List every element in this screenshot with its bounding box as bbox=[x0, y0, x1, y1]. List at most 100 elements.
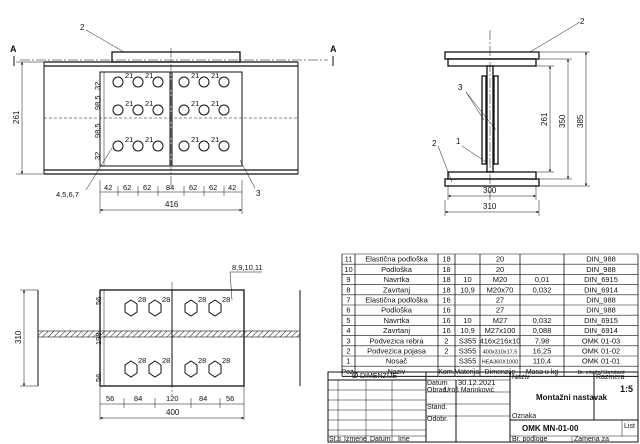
dim-label: 42 bbox=[104, 183, 112, 192]
dim-label: 28 bbox=[138, 356, 146, 365]
parts-cell: 16 bbox=[442, 295, 450, 304]
parts-cell: M27x100 bbox=[485, 326, 516, 335]
parts-cell: 9 bbox=[346, 275, 350, 284]
parts-cell: M20x70 bbox=[487, 285, 514, 294]
parts-cell: Zavrtanj bbox=[383, 326, 410, 335]
parts-cell: S355 bbox=[459, 336, 477, 345]
dim-label: 21 bbox=[191, 71, 199, 80]
dim-label: 120 bbox=[166, 394, 179, 403]
section-view: 261 350 385 300 310 2 3 2 1 bbox=[432, 17, 590, 216]
parts-cell: DIN_988 bbox=[586, 306, 616, 315]
svg-text:21: 21 bbox=[125, 135, 133, 144]
parts-cell: 0,032 bbox=[533, 285, 552, 294]
parts-cell: 2 bbox=[444, 336, 448, 345]
rev-col-label: St.s bbox=[329, 436, 342, 443]
section-mark-right: A bbox=[330, 44, 337, 54]
dim-label: 62 bbox=[123, 183, 131, 192]
dim-300: 300 bbox=[483, 186, 497, 195]
parts-cell: Podloška bbox=[381, 306, 413, 315]
parts-cell: 8 bbox=[346, 285, 350, 294]
parts-cell: 16,25 bbox=[533, 346, 552, 355]
parts-cell: Nosač bbox=[386, 357, 408, 366]
date-value: 30.12.2021 bbox=[458, 378, 496, 387]
mark-label: Oznaka bbox=[512, 413, 536, 420]
dim-label: 21 bbox=[211, 71, 219, 80]
parts-cell: DIN_988 bbox=[586, 295, 616, 304]
parts-cell: Podvezica pojasa bbox=[367, 346, 427, 355]
scale-value: 1:5 bbox=[620, 384, 633, 394]
parts-cell: 7,98 bbox=[535, 336, 550, 345]
label-upper-plate: 2 bbox=[580, 17, 585, 26]
parts-cell: 6 bbox=[346, 306, 350, 315]
parts-cell: 7 bbox=[346, 295, 350, 304]
check-label: Stand. bbox=[427, 404, 447, 411]
label-web-plate: 3 bbox=[256, 189, 261, 198]
dim-label: 62 bbox=[143, 183, 151, 192]
svg-text:21: 21 bbox=[191, 135, 199, 144]
dim-261: 261 bbox=[540, 112, 549, 126]
svg-text:21: 21 bbox=[145, 135, 153, 144]
dim-400: 400 bbox=[166, 408, 180, 417]
dim-310: 310 bbox=[483, 202, 497, 211]
dim-416: 416 bbox=[165, 200, 179, 209]
parts-cell: S355 bbox=[459, 357, 477, 366]
dim-label: 28 bbox=[222, 295, 230, 304]
dim-label: 84 bbox=[134, 394, 142, 403]
parts-cell: 16 bbox=[442, 316, 450, 325]
dim-label: 56 bbox=[94, 297, 103, 305]
dim-label: 28 bbox=[222, 356, 230, 365]
parts-cell: 27 bbox=[496, 295, 504, 304]
parts-cell: 0,088 bbox=[533, 326, 552, 335]
drew-label: Obrad. bbox=[427, 387, 448, 394]
tolerance-symbol: Ø bbox=[352, 371, 358, 380]
parts-cell: Navrtka bbox=[384, 275, 411, 284]
parts-header: Br. crteža/Standard bbox=[577, 370, 624, 376]
bottom-label: Br. podloge bbox=[512, 436, 548, 443]
parts-cell: 10,9 bbox=[460, 326, 475, 335]
dim-261: 261 bbox=[12, 110, 21, 124]
parts-cell: OMK 01-01 bbox=[582, 357, 620, 366]
parts-cell: 2 bbox=[346, 346, 350, 355]
rev-col-label: Izmene bbox=[344, 436, 367, 443]
label-bolts-flange: 8,9,10,11 bbox=[232, 263, 263, 272]
parts-cell: 16 bbox=[442, 326, 450, 335]
scale-label: Razmera bbox=[596, 374, 625, 381]
parts-cell: DIN_6914 bbox=[584, 285, 618, 294]
dim-350: 350 bbox=[558, 114, 567, 128]
dim-label: 42 bbox=[228, 183, 236, 192]
date-label: Datum bbox=[427, 380, 448, 387]
dim-label: 198 bbox=[94, 332, 103, 345]
dim-label: 21 bbox=[145, 99, 153, 108]
bottom-view: 28 28 28 28 28 28 28 28 310 56 198 56 56… bbox=[14, 263, 301, 420]
parts-cell: 27 bbox=[496, 306, 504, 315]
dim-label: 62 bbox=[189, 183, 197, 192]
parts-cell: M20 bbox=[493, 275, 508, 284]
name-label: Naziv bbox=[512, 374, 530, 381]
dim-label: 28 bbox=[162, 295, 170, 304]
dim-label: 21 bbox=[211, 99, 219, 108]
parts-cell: 0,01 bbox=[535, 275, 550, 284]
dim-label: 98,5 bbox=[93, 95, 102, 110]
dim-label: 21 bbox=[145, 71, 153, 80]
dim-label: 28 bbox=[138, 295, 146, 304]
section-mark-left: A bbox=[10, 44, 17, 54]
parts-cell: Navrtka bbox=[384, 316, 411, 325]
parts-cell: DIN_6914 bbox=[584, 326, 618, 335]
approve-label: Odobr. bbox=[427, 416, 448, 423]
parts-cell: 11 bbox=[345, 255, 353, 264]
dim-label: 62 bbox=[209, 183, 217, 192]
parts-cell: 416x216x10 bbox=[480, 336, 521, 345]
parts-cell: Elastična podloška bbox=[365, 295, 428, 304]
parts-cell: 10 bbox=[463, 275, 471, 284]
dim-label: 21 bbox=[125, 71, 133, 80]
parts-cell: 400x310x17,5 bbox=[483, 349, 518, 355]
label-bolts: 4,5,6,7 bbox=[56, 190, 79, 199]
parts-cell: 18 bbox=[442, 265, 450, 274]
parts-cell: DIN_988 bbox=[586, 255, 616, 264]
bolt-group bbox=[112, 76, 230, 152]
parts-cell: 10 bbox=[463, 316, 471, 325]
parts-cell: 5 bbox=[346, 316, 350, 325]
parts-cell: 1 bbox=[346, 357, 350, 366]
dim-label: 21 bbox=[191, 99, 199, 108]
dim-label: 28 bbox=[162, 356, 170, 365]
